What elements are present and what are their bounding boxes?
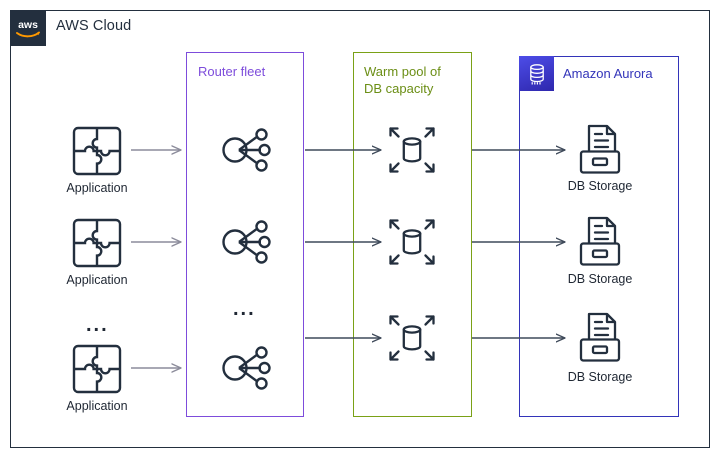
group-label-warm-pool: Warm pool of DB capacity [364, 64, 441, 96]
db-storage-caption: DB Storage [567, 272, 633, 286]
group-label-router-fleet: Router fleet [198, 64, 266, 79]
aws-cloud-title: AWS Cloud [56, 18, 132, 34]
svg-text:aws: aws [18, 19, 38, 31]
application-ellipsis: ... [86, 314, 109, 336]
aws-cloud-boundary [10, 10, 710, 448]
scalable-database-icon [386, 312, 438, 364]
db-storage-caption: DB Storage [567, 179, 633, 193]
group-box-warm-pool [353, 52, 472, 417]
scalable-database-icon [386, 124, 438, 176]
application-caption: Application [66, 181, 128, 195]
db-storage-caption: DB Storage [567, 370, 633, 384]
application-caption: Application [66, 273, 128, 287]
puzzle-piece-icon [72, 344, 122, 394]
db-storage-icon [574, 310, 626, 364]
aurora-database-icon [519, 56, 554, 91]
aws-logo-icon: aws [10, 10, 46, 46]
db-storage-icon [574, 214, 626, 268]
network-node-icon [218, 124, 272, 176]
application-caption: Application [66, 399, 128, 413]
group-box-router-fleet [186, 52, 304, 417]
scalable-database-icon [386, 216, 438, 268]
puzzle-piece-icon [72, 218, 122, 268]
db-storage-icon [574, 122, 626, 176]
group-label-amazon-aurora: Amazon Aurora [563, 66, 653, 81]
network-node-icon [218, 216, 272, 268]
puzzle-piece-icon [72, 126, 122, 176]
group-box-amazon-aurora [519, 56, 679, 417]
router-fleet-ellipsis: ... [233, 298, 256, 320]
network-node-icon [218, 342, 272, 394]
